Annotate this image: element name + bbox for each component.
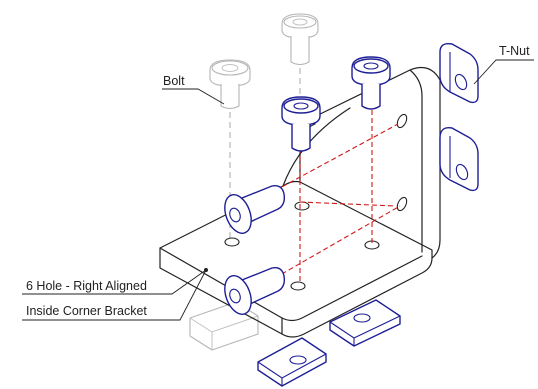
tnut-label: T-Nut [499, 44, 530, 58]
hole [396, 196, 408, 212]
bolt-vertical-right [351, 56, 391, 110]
bolt-label: Bolt [163, 74, 185, 88]
bracket-leader [22, 269, 207, 295]
bolt-leader [162, 88, 225, 105]
tnut-leader [473, 59, 534, 85]
hole [224, 237, 240, 247]
hole [294, 201, 310, 211]
ghost-bolt-left [209, 59, 251, 110]
bolt-horizontal-lower [224, 266, 286, 315]
bracket-label-line1: 6 Hole - Right Aligned [26, 279, 147, 293]
bolt-horizontal-upper [224, 184, 286, 234]
leader-dot [204, 268, 208, 272]
tnut-bottom-right [329, 299, 401, 347]
hole [290, 281, 306, 291]
tnut-bottom-center [257, 337, 327, 387]
ghost-bolt-top [281, 13, 319, 66]
tnut-lower-right [439, 127, 479, 192]
hole [396, 113, 408, 129]
tnut-upper-right [439, 42, 479, 104]
bolt-vertical-center [281, 96, 321, 152]
bracket-leader-lower [22, 269, 207, 321]
bracket-label-line2: Inside Corner Bracket [26, 304, 147, 318]
